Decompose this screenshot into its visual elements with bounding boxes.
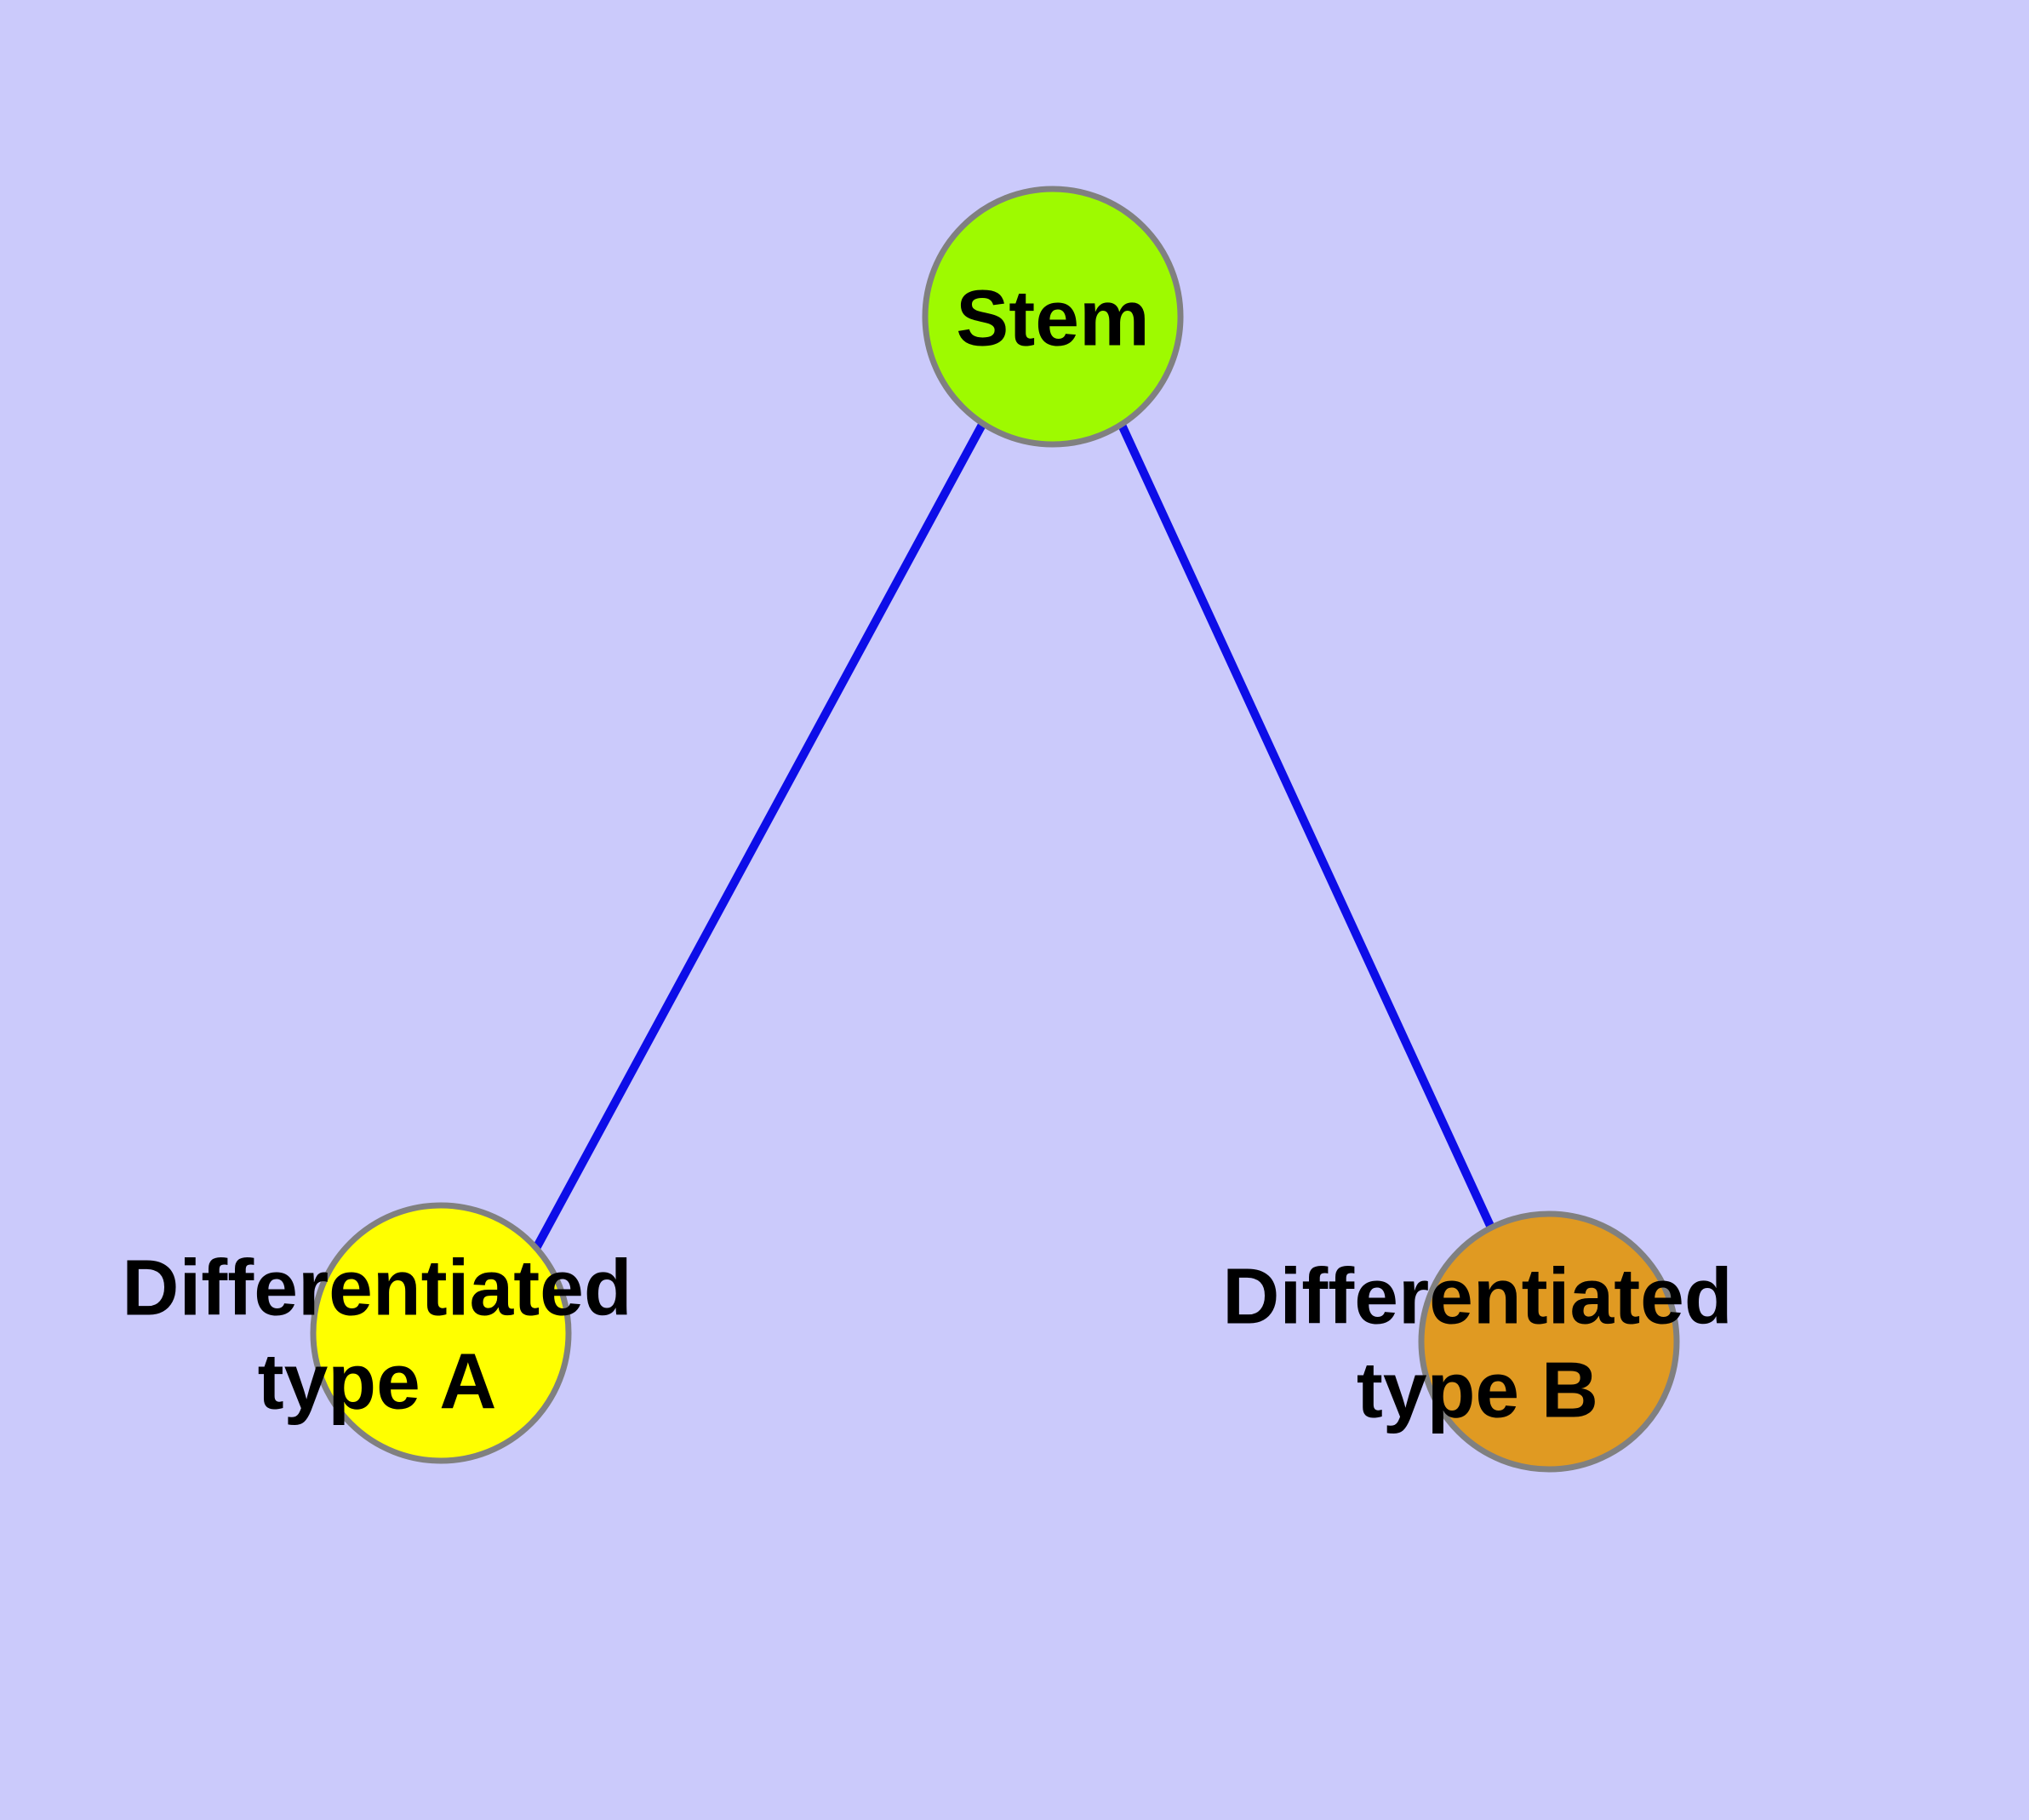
node-diff-type-b-circle[interactable] [1418, 1210, 1680, 1473]
node-diff-type-a-circle[interactable] [310, 1202, 572, 1464]
node-label-line: Stem [956, 273, 1149, 362]
node-stem-circle[interactable] [922, 186, 1184, 448]
node-label-line: type B [1357, 1345, 1598, 1434]
edge-stem-to-type-a[interactable] [530, 421, 987, 1254]
node-stem-label: Stem [956, 273, 1149, 362]
node-layer [310, 186, 1680, 1473]
edge-stem-to-type-b[interactable] [1117, 421, 1495, 1228]
node-label-line: type A [258, 1336, 497, 1425]
edge-layer [530, 421, 1495, 1254]
node-label-line: Differentiated [122, 1243, 632, 1331]
node-label-line: Differentiated [1222, 1251, 1732, 1340]
